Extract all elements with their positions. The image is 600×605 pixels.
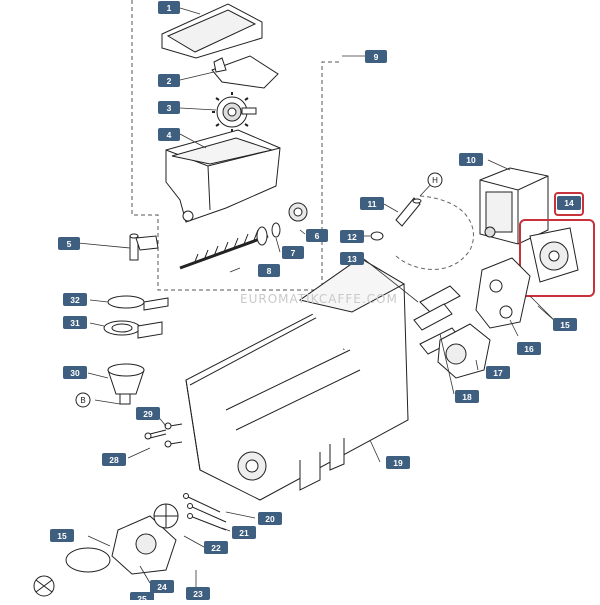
svg-text:32: 32 xyxy=(70,295,80,305)
svg-text:15: 15 xyxy=(560,320,570,330)
svg-text:23: 23 xyxy=(193,589,203,599)
svg-text:H: H xyxy=(432,176,438,185)
connector-h: H xyxy=(427,172,443,188)
label-32: 32 xyxy=(63,293,87,306)
label-29: 29 xyxy=(136,407,160,420)
svg-text:18: 18 xyxy=(462,392,472,402)
svg-text:7: 7 xyxy=(291,248,296,258)
part-screws-20-21 xyxy=(183,493,227,531)
svg-text:20: 20 xyxy=(265,514,275,524)
svg-text:31: 31 xyxy=(70,318,80,328)
svg-text:17: 17 xyxy=(493,368,503,378)
part-nut xyxy=(288,202,308,222)
svg-text:24: 24 xyxy=(157,582,167,592)
part-lid xyxy=(161,3,263,59)
label-11: 11 xyxy=(360,197,384,210)
label-18: 18 xyxy=(455,390,479,403)
label-16: 16 xyxy=(517,342,541,355)
part-auger xyxy=(179,226,269,270)
part-main-frame xyxy=(185,257,409,501)
svg-text:9: 9 xyxy=(374,52,379,62)
label-13: 13 xyxy=(340,252,364,265)
part-tube xyxy=(395,197,422,227)
svg-text:12: 12 xyxy=(347,232,357,242)
label-5: 5 xyxy=(58,237,80,250)
assembly-group-outline xyxy=(131,0,342,291)
part-funnel-top xyxy=(107,295,169,311)
label-24: 24 xyxy=(150,580,174,593)
label-4: 4 xyxy=(158,128,180,141)
part-hopper xyxy=(165,129,281,223)
svg-text:1: 1 xyxy=(167,3,172,13)
part-pin xyxy=(129,233,159,261)
label-23: 23 xyxy=(186,587,210,600)
svg-text:4: 4 xyxy=(167,130,172,140)
hose-path xyxy=(394,195,474,270)
highlight-label-box xyxy=(554,192,584,216)
svg-text:10: 10 xyxy=(466,155,476,165)
leader-lines xyxy=(77,7,557,600)
svg-text:2: 2 xyxy=(167,76,172,86)
label-6: 6 xyxy=(306,229,328,242)
svg-text:5: 5 xyxy=(67,239,72,249)
label-19: 19 xyxy=(386,456,410,469)
svg-text:30: 30 xyxy=(70,368,80,378)
label-1: 1 xyxy=(158,1,180,14)
svg-text:16: 16 xyxy=(524,344,534,354)
part-small-wheel xyxy=(33,575,55,597)
svg-text:11: 11 xyxy=(368,199,377,209)
svg-text:6: 6 xyxy=(315,231,320,241)
part-gear xyxy=(212,92,257,132)
svg-text:28: 28 xyxy=(109,455,119,465)
svg-text:13: 13 xyxy=(347,254,357,264)
svg-text:15: 15 xyxy=(57,531,67,541)
label-21: 21 xyxy=(232,526,256,539)
part-valve-block xyxy=(479,167,549,245)
part-funnel xyxy=(107,363,145,405)
svg-text:B: B xyxy=(80,396,85,405)
part-funnel-ring xyxy=(103,320,163,339)
label-3: 3 xyxy=(158,101,180,114)
svg-text:8: 8 xyxy=(267,266,272,276)
part-bottom-cover xyxy=(111,503,179,575)
svg-text:3: 3 xyxy=(167,103,172,113)
watermark: EUROMATIKCAFFE.COM xyxy=(240,292,398,306)
label-15-right: 15 xyxy=(553,318,577,331)
highlight-box xyxy=(519,219,595,297)
part-ring xyxy=(271,222,281,238)
label-30: 30 xyxy=(63,366,87,379)
part-pump xyxy=(475,257,531,329)
part-gasket xyxy=(65,547,111,573)
svg-text:22: 22 xyxy=(211,543,221,553)
label-28: 28 xyxy=(102,453,126,466)
label-22: 22 xyxy=(204,541,228,554)
label-20: 20 xyxy=(258,512,282,525)
label-9: 9 xyxy=(365,50,387,63)
svg-text:21: 21 xyxy=(239,528,249,538)
label-10: 10 xyxy=(459,153,483,166)
label-8: 8 xyxy=(258,264,280,277)
part-cover xyxy=(211,55,279,89)
svg-text:29: 29 xyxy=(143,409,153,419)
part-fan xyxy=(529,227,579,283)
svg-text:19: 19 xyxy=(393,458,403,468)
label-7: 7 xyxy=(282,246,304,259)
label-25: 25 xyxy=(130,592,154,605)
label-2: 2 xyxy=(158,74,180,87)
svg-text:14: 14 xyxy=(564,198,574,208)
label-15-left: 15 xyxy=(50,529,74,542)
label-31: 31 xyxy=(63,316,87,329)
svg-text:25: 25 xyxy=(137,594,147,600)
connector-b: B xyxy=(75,392,91,408)
label-17: 17 xyxy=(486,366,510,379)
part-screws xyxy=(144,422,183,448)
label-14: 14 xyxy=(557,196,581,210)
label-12: 12 xyxy=(340,230,364,243)
part-oring xyxy=(370,231,384,241)
